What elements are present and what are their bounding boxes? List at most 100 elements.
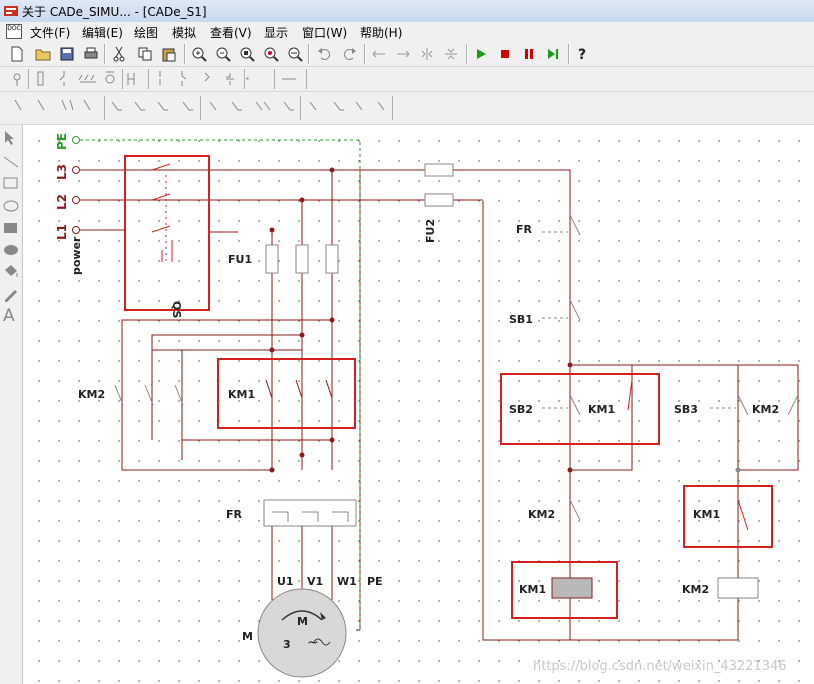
- label-u1: U1: [277, 575, 294, 588]
- label-km2-main: KM2: [78, 388, 105, 401]
- toolbar-separator: [568, 44, 570, 64]
- km2-main-contacts: [114, 384, 184, 406]
- rectangle-icon: [3, 177, 18, 189]
- fu1-fuses: [265, 244, 339, 274]
- fu2-fuses: [424, 163, 454, 207]
- circuit-diagram: PE L3 L2 L1 power QS FU1 FU2 KM2 KM1 FR …: [55, 133, 799, 678]
- label-fr-main: FR: [226, 508, 243, 521]
- label-sb1: SB1: [509, 313, 533, 326]
- save-icon[interactable]: [58, 45, 76, 63]
- fuse-icon: [37, 71, 44, 86]
- step-icon[interactable]: [544, 45, 562, 63]
- mirror-v-icon[interactable]: [442, 45, 460, 63]
- drawing-tools-bar: A: [0, 125, 23, 684]
- label-km2-coil: KM2: [682, 583, 709, 596]
- junction-dots: [269, 167, 573, 473]
- label-sb3: SB3: [674, 403, 698, 416]
- label-km2-nc: KM2: [528, 508, 555, 521]
- text-tool-icon: A: [3, 306, 15, 326]
- document-icon[interactable]: DOC: [6, 24, 22, 39]
- label-pe-motor: PE: [367, 575, 383, 588]
- help-icon[interactable]: ?: [574, 45, 592, 63]
- menu-display[interactable]: 显示: [264, 26, 289, 40]
- zoom-fit-icon[interactable]: [262, 45, 280, 63]
- open-folder-icon[interactable]: [34, 45, 52, 63]
- menu-bar: DOC 文件(F) 编辑(E) 绘图 模拟 查看(V) 显示 窗口(W) 帮助(…: [0, 22, 814, 42]
- toolbar-separator: [466, 44, 468, 64]
- rotate-left-icon[interactable]: [370, 45, 388, 63]
- contacts-toolbar: [0, 92, 814, 125]
- filled-ellipse-icon: [4, 245, 18, 255]
- label-motor-symbol: ~: [307, 635, 319, 651]
- stop-icon[interactable]: [496, 45, 514, 63]
- toolbar-separator: [364, 44, 366, 64]
- zoom-out-icon[interactable]: [214, 45, 232, 63]
- motor: [257, 588, 347, 678]
- zoom-in-icon[interactable]: [190, 45, 208, 63]
- label-km1-aux: KM1: [588, 403, 615, 416]
- pe-wire: [80, 139, 361, 630]
- redo-icon[interactable]: [340, 45, 358, 63]
- label-qs: QS: [170, 301, 183, 318]
- line-icon: [3, 156, 19, 168]
- three-pole-switch-icon: [78, 74, 96, 83]
- label-fu2: FU2: [424, 219, 437, 243]
- toolbar-separator: [308, 44, 310, 64]
- label-pe: PE: [55, 133, 69, 150]
- drawing-canvas[interactable]: PE L3 L2 L1 power QS FU1 FU2 KM2 KM1 FR …: [23, 125, 814, 684]
- label-km1-nc: KM1: [693, 508, 720, 521]
- menu-window[interactable]: 窗口(W): [302, 26, 348, 40]
- cut-icon[interactable]: [110, 45, 128, 63]
- play-icon[interactable]: [472, 45, 490, 63]
- mirror-h-icon[interactable]: [418, 45, 436, 63]
- svg-text:A: A: [3, 306, 15, 326]
- print-icon[interactable]: [82, 45, 100, 63]
- nc-contact-icon: [181, 71, 187, 86]
- menu-file[interactable]: 文件(F): [30, 26, 71, 40]
- menu-edit[interactable]: 编辑(E): [82, 26, 123, 40]
- new-file-icon[interactable]: [8, 45, 26, 63]
- km1-coil: [551, 577, 593, 599]
- km1-main-contacts: [265, 379, 333, 406]
- select-arrow-icon: [5, 131, 14, 145]
- label-w1: W1: [337, 575, 357, 588]
- watermark: https://blog.csdn.net/weixin_43221346: [533, 659, 787, 674]
- copy-icon[interactable]: [136, 45, 154, 63]
- toolbar-separator: [104, 44, 106, 64]
- filled-rect-icon: [4, 223, 17, 233]
- label-power: power: [70, 236, 83, 275]
- energized-contacts: [627, 379, 749, 531]
- main-toolbar: ?: [0, 42, 814, 67]
- highlight-boxes: [124, 155, 773, 619]
- label-motor-name: M: [242, 630, 253, 643]
- contacts-palette: [14, 96, 393, 120]
- label-km1-coil: KM1: [519, 583, 546, 596]
- menu-simulate[interactable]: 模拟: [172, 26, 197, 40]
- undo-icon[interactable]: [316, 45, 334, 63]
- label-km1-main: KM1: [228, 388, 255, 401]
- paste-icon[interactable]: [160, 45, 178, 63]
- pause-icon[interactable]: [520, 45, 538, 63]
- contactor-icon: [105, 71, 115, 84]
- label-motor-phases: 3: [283, 638, 291, 651]
- menu-help[interactable]: 帮助(H): [360, 26, 403, 40]
- switch-icon: [59, 71, 65, 86]
- app-icon: [4, 6, 18, 16]
- label-motor-letter: M: [297, 615, 308, 628]
- menu-draw[interactable]: 绘图: [134, 26, 159, 40]
- svg-text:?: ?: [578, 47, 586, 62]
- pan-icon[interactable]: [286, 45, 304, 63]
- label-l2: L2: [55, 194, 69, 210]
- component-palette: [13, 69, 307, 89]
- fill-bucket-icon: [5, 265, 18, 277]
- label-sb2: SB2: [509, 403, 533, 416]
- label-km2-aux: KM2: [752, 403, 779, 416]
- zoom-window-icon[interactable]: [238, 45, 256, 63]
- window-titlebar: 关于 CADe_SIMU... - [CADe_S1]: [0, 0, 814, 22]
- thermal-relay-icon: [127, 73, 135, 85]
- menu-view[interactable]: 查看(V): [210, 26, 252, 40]
- label-fu1: FU1: [228, 253, 252, 266]
- rotate-right-icon[interactable]: [394, 45, 412, 63]
- label-v1: V1: [307, 575, 323, 588]
- pencil-icon: [5, 290, 17, 302]
